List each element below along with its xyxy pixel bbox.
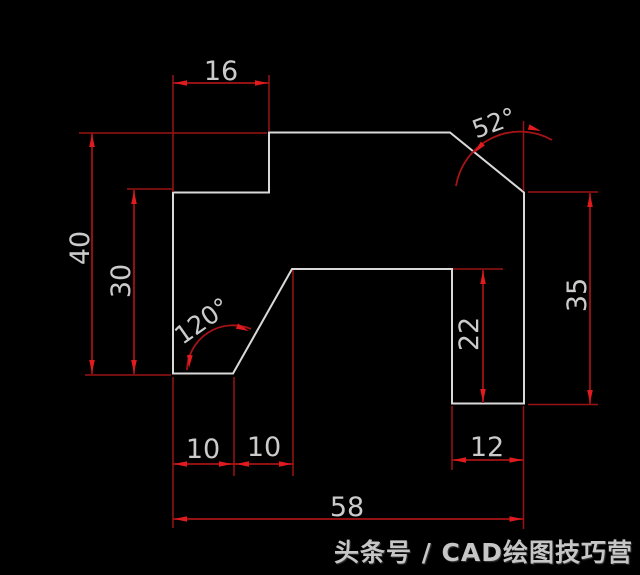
- dim-text-120deg: 120°: [169, 292, 235, 350]
- dim-text-58: 58: [330, 492, 364, 523]
- angle-arc-52: [455, 130, 553, 187]
- dim-arrowhead: [587, 390, 593, 403]
- dim-text-22: 22: [454, 317, 485, 351]
- dim-arrowhead: [587, 194, 593, 207]
- dim-arrowhead: [236, 461, 249, 467]
- dim-text-40: 40: [65, 231, 96, 265]
- dim-arrowhead: [174, 80, 187, 86]
- dim-text-16: 16: [204, 56, 238, 87]
- dim-text-12: 12: [470, 432, 504, 463]
- dim-text-52deg: 52°: [468, 102, 520, 144]
- dim-arrowhead: [453, 457, 466, 463]
- dim-arrowhead: [235, 323, 249, 331]
- watermark-text: 头条号 / CAD绘图技巧营: [334, 538, 633, 567]
- dim-arrowhead: [474, 141, 485, 153]
- dim-arrowhead: [89, 134, 95, 147]
- dim-arrowhead: [255, 80, 268, 86]
- extension-lines: [79, 75, 598, 529]
- dim-arrowhead: [131, 191, 137, 204]
- dim-text-35: 35: [562, 278, 593, 312]
- dim-text-30: 30: [106, 264, 137, 298]
- dim-arrowhead: [480, 271, 486, 284]
- part-outline: [172, 131, 525, 405]
- dim-arrowhead: [279, 461, 292, 467]
- dim-arrowhead: [89, 360, 95, 373]
- dim-text-10-left: 10: [186, 434, 220, 465]
- dim-arrowhead: [174, 461, 187, 467]
- dim-text-10-right: 10: [247, 432, 281, 463]
- dim-arrowhead: [187, 354, 193, 368]
- dim-arrowhead: [131, 360, 137, 373]
- dim-arrowhead: [527, 124, 541, 131]
- dimension-arrowheads: [89, 80, 593, 522]
- dim-arrowhead: [219, 461, 232, 467]
- dim-arrowhead: [480, 389, 486, 402]
- dim-arrowhead: [509, 516, 523, 522]
- dim-arrowhead: [174, 516, 187, 522]
- dim-arrowhead: [509, 457, 523, 463]
